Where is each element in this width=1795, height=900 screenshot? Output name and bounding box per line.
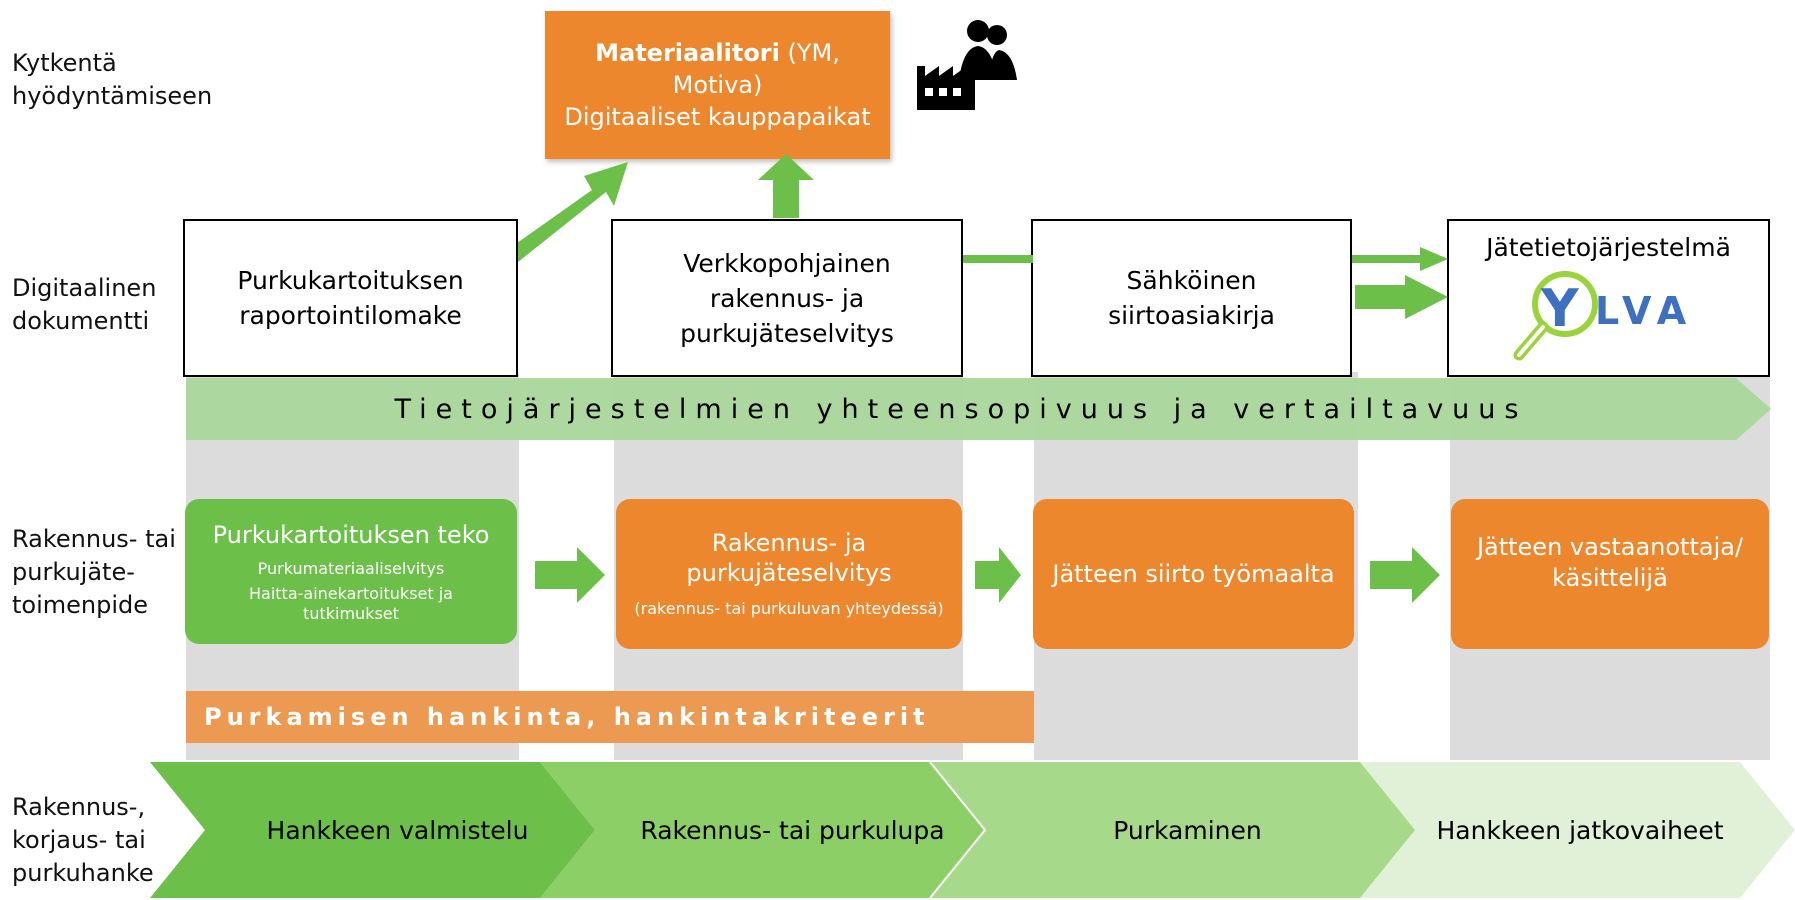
doc-box-1: Purkukartoituksen raportointilomake	[183, 219, 518, 377]
doc-connectors	[963, 247, 1448, 319]
compatibility-band-arrow	[186, 378, 1771, 440]
stage-3-label: Purkaminen	[1113, 815, 1262, 845]
stage-2-label: Rakennus- tai purkulupa	[640, 815, 945, 845]
factory-people-icon	[917, 20, 1017, 110]
action-1-sub2: Haitta-ainekartoitukset ja tutkimukset	[249, 583, 453, 623]
row-label-connection: Kytkentä hyödyntämiseen	[12, 49, 213, 110]
action-box-4: Jätteen vastaanottaja/ käsittelijä	[1451, 499, 1769, 649]
action-1-title: Purkukartoituksen teko	[212, 520, 490, 549]
stage-chevrons	[150, 762, 1795, 898]
up-arrow	[758, 154, 814, 218]
small-arrow	[1352, 247, 1448, 271]
marketplace-subtitle: Digitaaliset kauppapaikat	[564, 103, 871, 131]
row-label-project: Rakennus-, korjaus- tai purkuhanke	[12, 793, 154, 887]
ylva-letters-rest: LVA	[1595, 289, 1695, 333]
stage-4-label: Hankkeen jatkovaiheet	[1436, 815, 1724, 845]
stage-chevron-1	[150, 762, 595, 898]
doc-box-4-title: Jätetietojärjestelmä	[1486, 233, 1731, 262]
action-box-1: Purkukartoituksen teko Purkumateriaalise…	[185, 499, 517, 644]
action-4-title: Jätteen vastaanottaja/ käsittelijä	[1476, 533, 1744, 592]
big-arrow	[1355, 275, 1448, 319]
magnifier-icon	[1513, 271, 1598, 361]
stage-1-label: Hankkeen valmistelu	[266, 815, 529, 845]
marketplace-box: Materiaalitori (YM, Motiva) Digitaaliset…	[545, 11, 890, 159]
action-2-sub1: (rakennus- tai purkuluvan yhteydessä)	[634, 599, 944, 618]
action-arrow-2	[975, 547, 1021, 603]
connector-line	[963, 255, 1033, 263]
ylva-letter-y: Y	[1541, 279, 1579, 339]
stage-chevron-4	[1360, 762, 1795, 898]
action-1-sub1: Purkumateriaaliselvitys	[257, 558, 445, 578]
procurement-band-label: Purkamisen hankinta, hankintakriteerit	[204, 703, 930, 731]
action-box-2: Rakennus- ja purkujäteselvitys (rakennus…	[616, 499, 962, 649]
row-label-digital: Digitaalinen dokumentti	[12, 274, 157, 335]
doc-box-4: Jätetietojärjestelmä Y LVA	[1447, 219, 1770, 377]
compatibility-band-label: Tietojärjestelmien yhteensopivuus ja ver…	[394, 393, 1528, 425]
doc-box-3: Sähköinen siirtoasiakirja	[1031, 219, 1352, 377]
stage-chevron-3	[930, 762, 1415, 898]
marketplace-title-rest: (YM, Motiva)	[672, 39, 840, 99]
action-arrow-3	[1370, 547, 1440, 603]
row-label-action: Rakennus- tai purkujäte- toimenpide	[12, 525, 176, 619]
arrows-to-marketplace	[510, 154, 814, 262]
action-arrow-1	[535, 547, 605, 603]
action-box-3: Jätteen siirto työmaalta	[1033, 499, 1354, 649]
procurement-band: Purkamisen hankinta, hankintakriteerit	[186, 691, 1034, 743]
action-3-title: Jätteen siirto työmaalta	[1052, 560, 1335, 588]
marketplace-title-bold: Materiaalitori	[595, 39, 780, 67]
diagonal-arrow	[510, 162, 628, 262]
factory-icon	[917, 58, 975, 110]
doc-box-2: Verkkopohjainen rakennus- ja purkujätese…	[611, 219, 963, 377]
action-2-title: Rakennus- ja purkujäteselvitys	[686, 529, 892, 587]
marketplace-title: Materiaalitori (YM, Motiva)	[545, 37, 890, 101]
stage-chevron-2	[540, 762, 985, 898]
